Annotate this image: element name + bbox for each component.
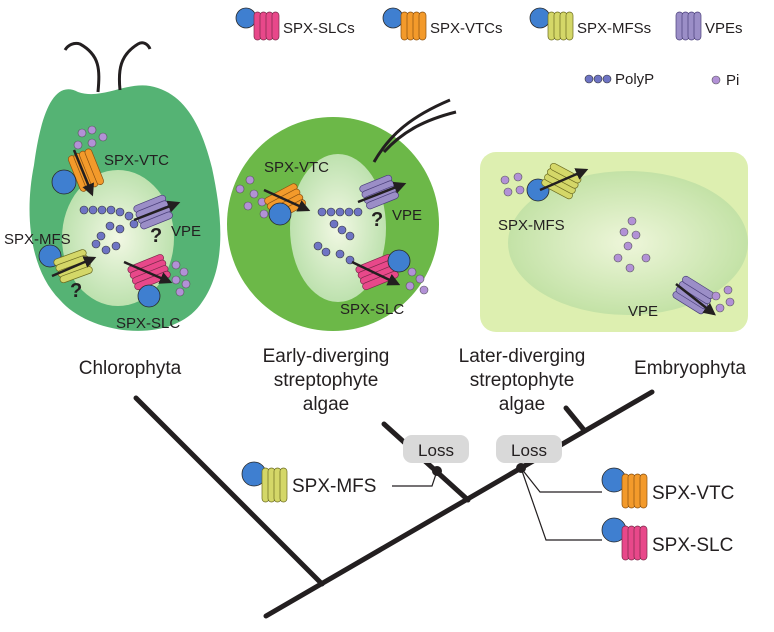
- chloro-vpe-arrow: [133, 200, 181, 222]
- early-slc-spx-icon: [387, 249, 411, 273]
- loss-box-1: [403, 435, 469, 463]
- tree-slc-label: SPX-SLC: [652, 535, 733, 556]
- tree-branch-later: [563, 405, 587, 433]
- chloro-pi-top: [73, 125, 108, 150]
- chloro-mfs-question: ?: [70, 280, 82, 302]
- clade-later-line2: streptophyte: [470, 370, 575, 391]
- chloro-vtc-label: SPX-VTC: [104, 152, 169, 169]
- early-flagellum-1: [372, 98, 451, 163]
- clade-embryophyta: Embryophyta: [634, 358, 746, 379]
- early-slc-label: SPX-SLC: [340, 301, 404, 318]
- early-vtc-arrow: [263, 188, 311, 212]
- chloro-pi-right: [171, 260, 191, 297]
- legend-polyp-icon: [584, 74, 612, 84]
- legend-mfs-icon: [529, 7, 574, 41]
- embryo-mfs-label: SPX-MFS: [498, 217, 565, 234]
- legend-pi-icon: [711, 75, 721, 85]
- embryophyta-cell: SPX-MFS VPE: [480, 152, 748, 332]
- chloro-vpe-question: ?: [150, 225, 162, 247]
- tree-mfs-label: SPX-MFS: [292, 476, 376, 497]
- early-vpe-question: ?: [371, 209, 383, 231]
- clade-later-line1: Later-diverging: [459, 346, 586, 367]
- loss-label-1: Loss: [418, 441, 454, 460]
- chloro-mfs-arrow: [51, 256, 97, 278]
- chloro-slc-label: SPX-SLC: [116, 315, 180, 332]
- early-vpe-label: VPE: [392, 207, 422, 224]
- chloro-vpe-transporter: [133, 194, 173, 230]
- chloro-mfs-label: SPX-MFS: [4, 231, 71, 248]
- chloro-slc-arrow: [123, 260, 173, 284]
- chloro-vpe-label: VPE: [171, 223, 201, 240]
- tree-vtc-label: SPX-VTC: [652, 483, 734, 504]
- flagellum-right: [117, 41, 152, 91]
- legend-slc-icon: [235, 7, 280, 41]
- embryo-vpe-label: VPE: [628, 303, 658, 320]
- early-slc-arrow: [351, 260, 401, 286]
- embryo-vpe-arrow: [675, 283, 716, 316]
- clade-chlorophyta: Chlorophyta: [79, 358, 182, 379]
- legend-mfs-label: SPX-MFSs: [577, 20, 651, 37]
- early-polyp: [313, 207, 363, 265]
- legend-vtc-icon: [382, 7, 427, 41]
- legend: SPX-SLCs SPX-VTCs SPX-MFSs VPEs: [235, 7, 743, 89]
- early-pi-left: [235, 175, 269, 219]
- early-vtc-label: SPX-VTC: [264, 159, 329, 176]
- embryo-pi-center: [613, 216, 651, 273]
- clade-later-line3: algae: [499, 394, 546, 415]
- flagellum-left: [63, 41, 101, 93]
- legend-vtc-label: SPX-VTCs: [430, 20, 503, 37]
- legend-polyp-label: PolyP: [615, 71, 654, 88]
- phylogenetic-tree: [133, 389, 655, 619]
- early-diverging-cell: SPX-VTC ? VPE: [227, 98, 457, 331]
- clade-early-line3: algae: [303, 394, 350, 415]
- leader-mfs: [392, 470, 438, 487]
- clade-early-line2: streptophyte: [274, 370, 379, 391]
- tree-slc-icon: [601, 517, 648, 561]
- legend-vpe-label: VPEs: [705, 20, 743, 37]
- leader-slc: [520, 467, 602, 541]
- tree-vtc-icon: [601, 467, 648, 509]
- legend-vpe-icon: [675, 11, 702, 41]
- chloro-slc-spx-icon: [137, 284, 161, 308]
- embryo-pi-left: [500, 172, 525, 197]
- early-vpe-arrow: [357, 181, 407, 204]
- chloro-vtc-spx-icon: [51, 169, 77, 195]
- legend-pi-label: Pi: [726, 72, 739, 89]
- legend-slc-label: SPX-SLCs: [283, 20, 355, 37]
- chlorophyta-cell: SPX-VTC ? VPE SPX-MFS ?: [4, 41, 221, 332]
- loss-label-2: Loss: [511, 441, 547, 460]
- chloro-polyp: [79, 205, 139, 255]
- tree-mfs-icon: [241, 461, 288, 503]
- early-vtc-spx-icon: [268, 202, 292, 226]
- chloro-vtc-arrow: [72, 149, 94, 197]
- tree-backbone: [263, 389, 655, 619]
- clade-early-line1: Early-diverging: [263, 346, 390, 367]
- embryo-pi-right: [711, 285, 735, 313]
- embryo-mfs-transporter: [541, 162, 582, 200]
- early-flagellum-2: [382, 110, 457, 154]
- loss-box-2: [496, 435, 562, 463]
- tree-branch-chlorophyta: [133, 395, 325, 587]
- leader-vtc: [520, 467, 602, 493]
- early-pi-right: [405, 267, 429, 295]
- embryo-mfs-arrow: [539, 168, 589, 192]
